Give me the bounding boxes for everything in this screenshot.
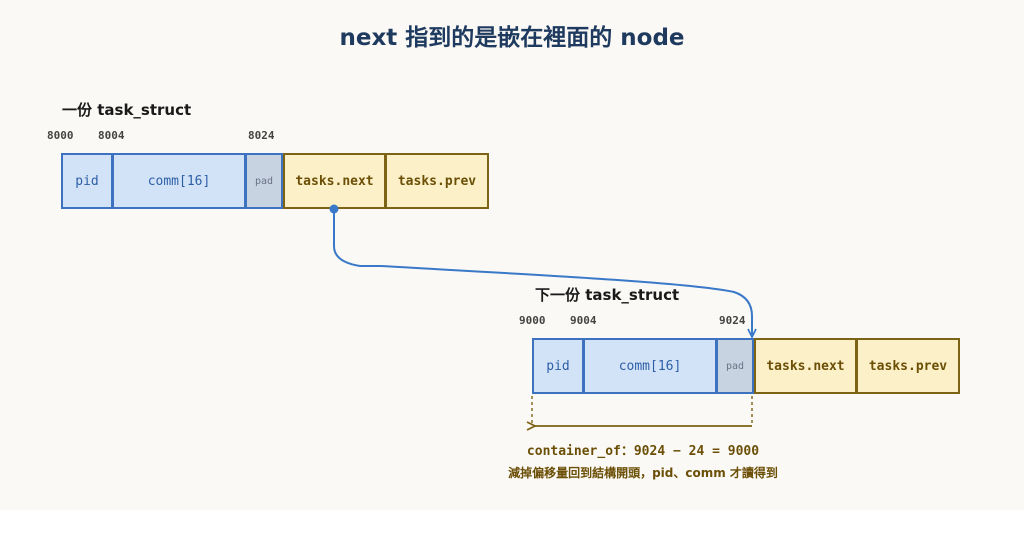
struct2-comm-field: comm[16] [584, 338, 717, 394]
struct2-addr-start: 9000 [519, 314, 546, 327]
diagram-title: next 指到的是嵌在裡面的 node [339, 25, 685, 51]
struct1-tasks-prev-field: tasks.prev [386, 153, 489, 209]
struct2-tasks-next-field: tasks.next [754, 338, 857, 394]
struct1-comm-field: comm[16] [113, 153, 246, 209]
struct1-addr-start: 8000 [47, 129, 74, 142]
struct2-addr-comm: 9004 [570, 314, 597, 327]
struct1-label: 一份 task_struct [62, 101, 192, 119]
arrows-overlay [329, 204, 1024, 510]
next-pointer-arrow [333, 209, 752, 336]
container-of-formula: container_of：9024 − 24 = 9000 [526, 444, 760, 459]
struct2-addr-tasks: 9024 [719, 314, 746, 327]
struct2-tasks-prev-field: tasks.prev [857, 338, 960, 394]
diagram-canvas: next 指到的是嵌在裡面的 node 一份 task_struct 8000 … [47, 25, 1024, 510]
struct1-pad-field: pad [246, 153, 283, 209]
offset-note: 減掉偏移量回到結構開頭，pid、comm 才讀得到 [508, 466, 778, 480]
struct2-pid-field: pid [532, 338, 584, 394]
struct1-row: pid comm[16] pad tasks.next tasks.prev [61, 153, 489, 209]
struct2-row: pid comm[16] pad tasks.next tasks.prev [532, 338, 960, 394]
struct2-pad-field: pad [717, 338, 754, 394]
struct1-pid-field: pid [61, 153, 113, 209]
struct2-label: 下一份 task_struct [535, 286, 680, 304]
struct1-addr-comm: 8004 [98, 129, 125, 142]
struct1-addr-tasks: 8024 [248, 129, 275, 142]
